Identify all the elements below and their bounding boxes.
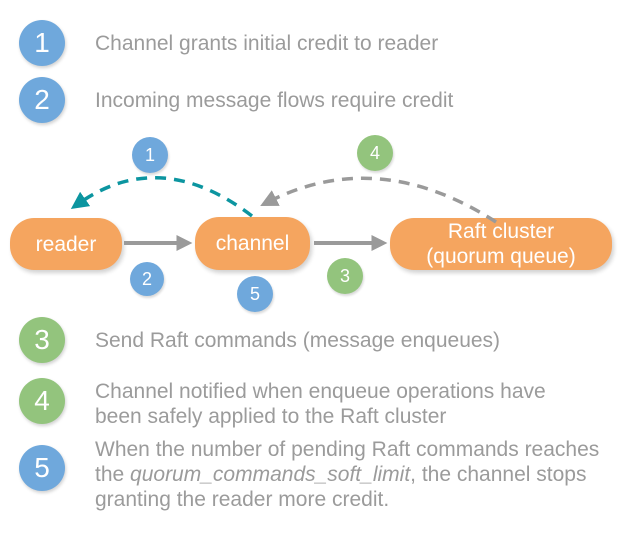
arrow-credit-grant-dashed-icon — [70, 175, 254, 218]
step-2-badge: 2 — [19, 77, 65, 123]
diagram-badge-3: 3 — [327, 258, 363, 294]
step-1-badge: 1 — [19, 20, 65, 66]
arrow-raft-notify-dashed-icon — [260, 176, 497, 224]
step-4-text-line2: been safely applied to the Raft cluster — [95, 405, 447, 428]
diagram-badge-2: 2 — [130, 262, 164, 296]
step-4-badge: 4 — [19, 378, 65, 424]
step-3-text: Send Raft commands (message enqueues) — [95, 329, 501, 352]
step-3-badge: 3 — [19, 317, 65, 363]
step-5-text-line2: the quorum_commands_soft_limit, the chan… — [95, 462, 607, 487]
step-5-line2-italic-term: quorum_commands_soft_limit — [130, 463, 411, 486]
step-5-badge: 5 — [19, 445, 65, 491]
diagram-badge-1: 1 — [132, 137, 168, 173]
node-channel: channel — [195, 217, 310, 270]
step-5-line2-pre: the — [95, 463, 131, 486]
step-2-text: Incoming message flows require credit — [95, 89, 454, 112]
node-reader: reader — [10, 218, 122, 270]
step-5-text-line3: granting the reader more credit. — [95, 488, 390, 511]
diagram-badge-5: 5 — [237, 276, 273, 312]
raft-cluster-label-line2: (quorum queue) — [426, 245, 576, 268]
diagram-badge-4: 4 — [357, 135, 393, 171]
step-1-text: Channel grants initial credit to reader — [95, 32, 439, 55]
step-4-text: Channel notified when enqueue operations… — [95, 379, 607, 429]
step-5-text-line1: When the number of pending Raft commands… — [95, 438, 600, 461]
step-5-line2-post: , the channel stops — [410, 463, 587, 486]
step-5-text: When the number of pending Raft commands… — [95, 437, 607, 512]
node-raft-cluster: Raft cluster (quorum queue) — [390, 218, 612, 270]
raft-cluster-label-line1: Raft cluster — [447, 220, 555, 243]
step-4-text-line1: Channel notified when enqueue operations… — [95, 380, 546, 403]
